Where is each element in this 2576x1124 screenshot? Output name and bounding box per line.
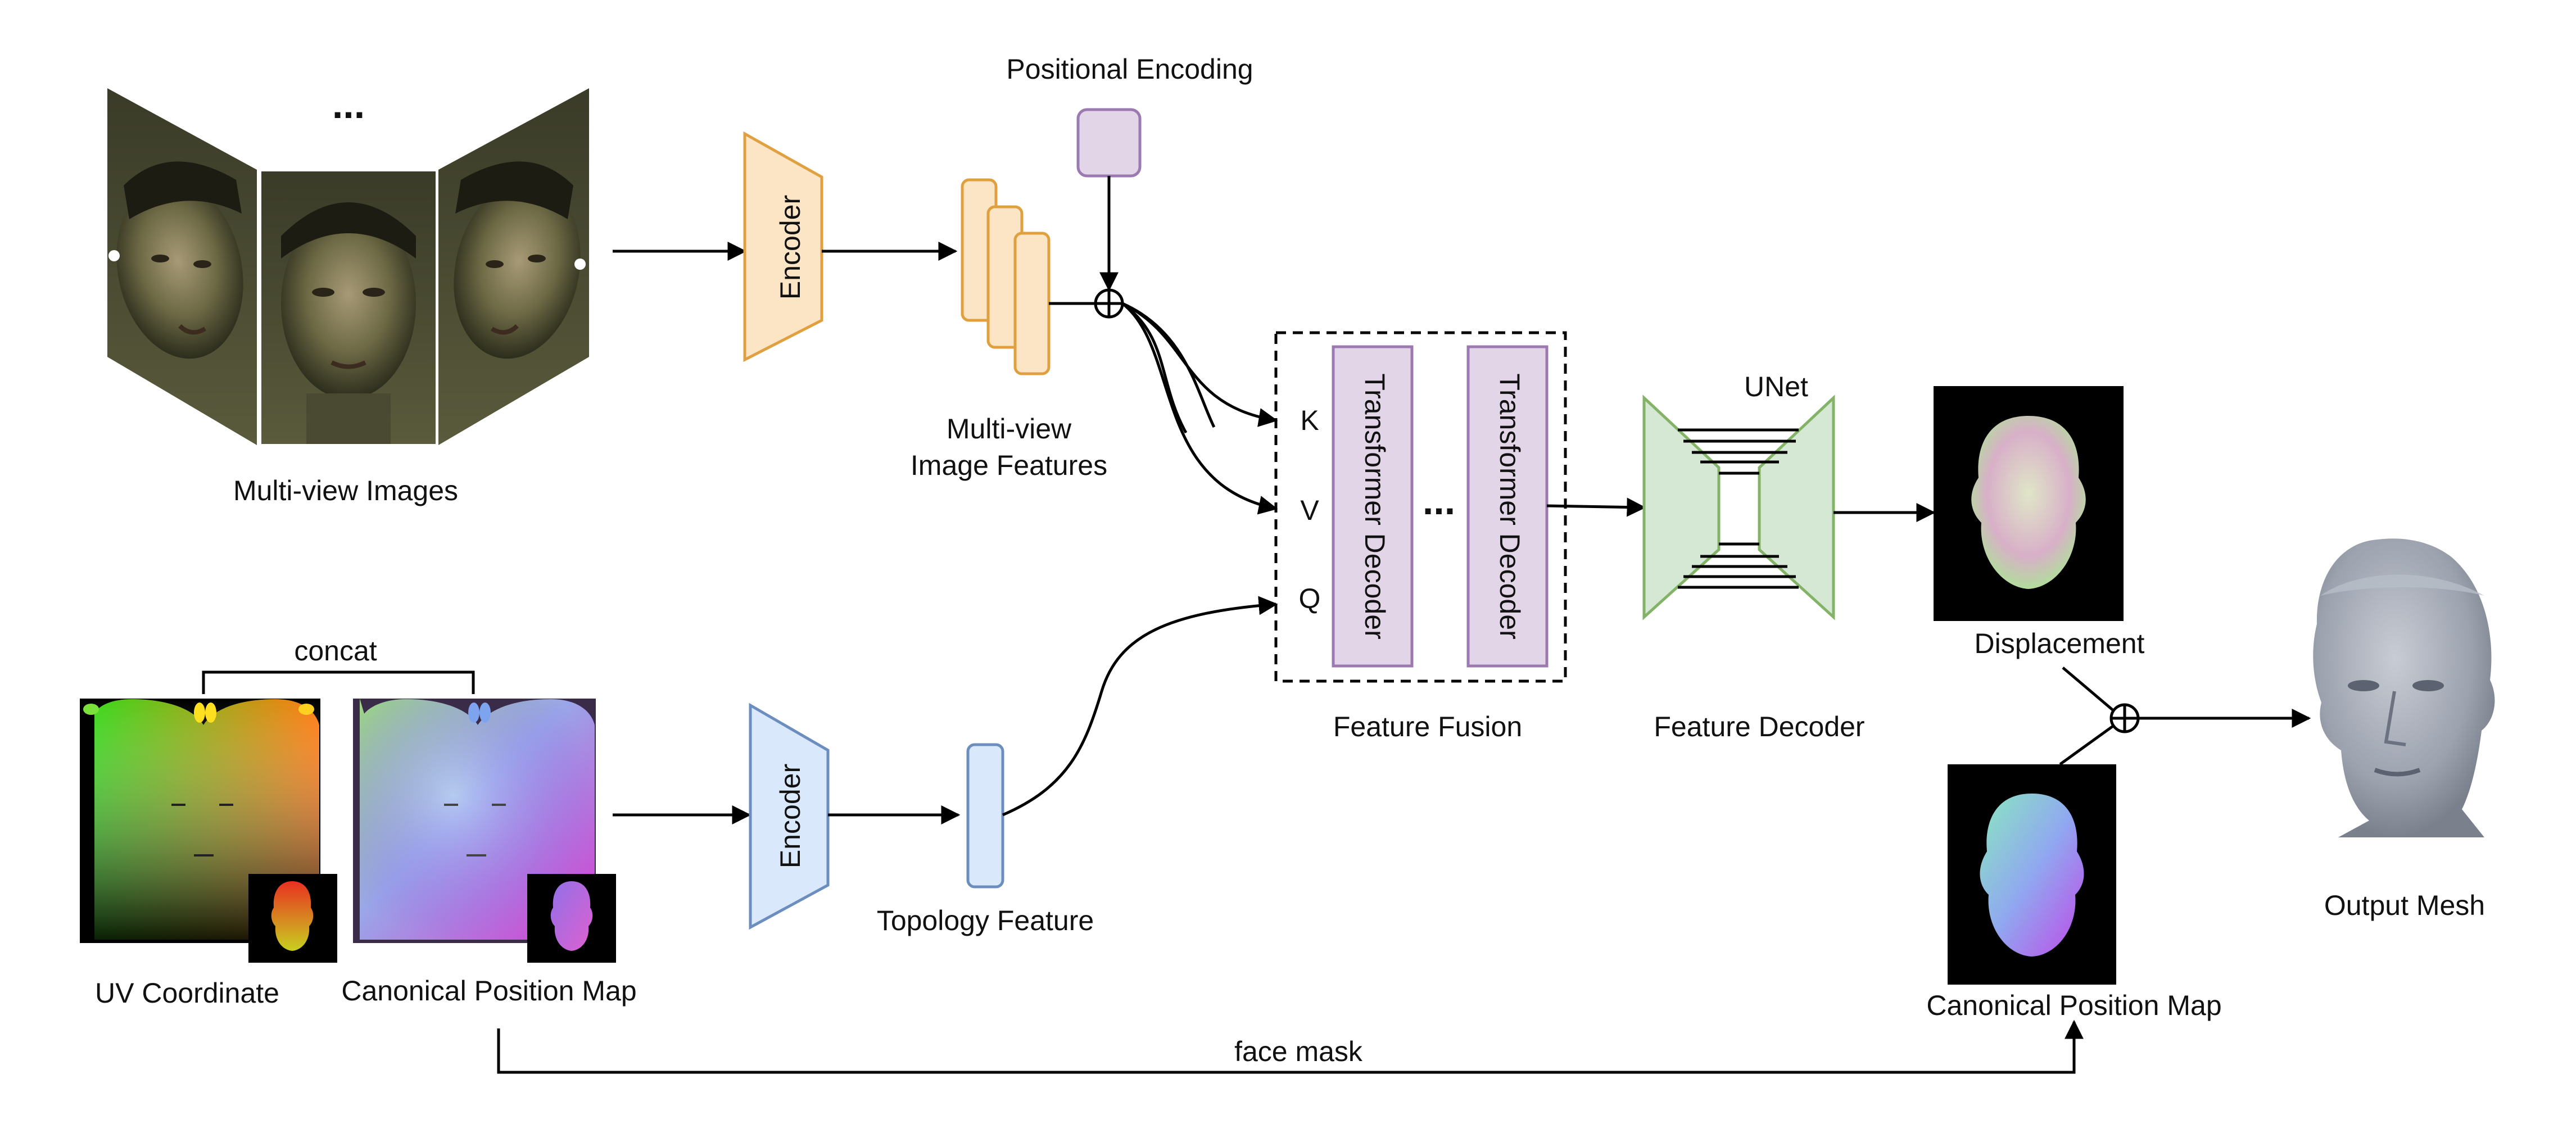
topology-feature-label: Topology Feature: [877, 905, 1094, 936]
concat-bracket: concat: [202, 635, 475, 694]
canonical-right-head: [1980, 794, 2084, 957]
view-left-image: [107, 88, 257, 445]
canonical-left-label: Canonical Position Map: [341, 975, 636, 1007]
encoder-top: Encoder: [743, 131, 823, 362]
curve-add-extra-1: [1121, 302, 1216, 428]
canonical-position-map-left: Canonical Position Map: [341, 699, 637, 1007]
transformer-decoder-2-label: Transformer Decoder: [1494, 373, 1525, 639]
positional-encoding: Positional Encoding: [1006, 53, 1253, 178]
feature-fusion: K V Q Transformer Decoder ... Transforme…: [1274, 331, 1567, 742]
multi-view-features-label-line2: Image Features: [911, 450, 1107, 481]
feature-fusion-label: Feature Fusion: [1333, 711, 1522, 742]
concat-label: concat: [294, 635, 377, 667]
unet-skip-lines: [1678, 428, 1799, 589]
positional-encoding-label: Positional Encoding: [1006, 53, 1253, 85]
transformer-decoder-2-box: [1466, 345, 1549, 668]
q-label: Q: [1299, 583, 1321, 614]
output-mesh-head: [2313, 538, 2495, 837]
feature-decoder-label: Feature Decoder: [1654, 711, 1864, 742]
arrow-topology-to-q: [1002, 596, 1278, 817]
topology-feature-box: [966, 743, 1004, 889]
canonical-position-map-right: Canonical Position Map: [1926, 764, 2222, 1021]
displacement-label: Displacement: [1975, 628, 2145, 659]
unet: UNet Feature Decoder: [1642, 371, 1865, 742]
arrow-to-k: [1121, 302, 1278, 427]
arrow-face-mask: [497, 1019, 2084, 1074]
output-mesh: Output Mesh: [2313, 538, 2495, 921]
displacement-head: [1971, 416, 2086, 589]
view-center-image: [261, 171, 436, 444]
multi-view-features-label-line1: Multi-view: [947, 413, 1072, 445]
canonical-right-label: Canonical Position Map: [1926, 990, 2221, 1021]
encoder-top-label: Encoder: [775, 195, 806, 300]
face-mask-label: face mask: [1234, 1036, 1363, 1067]
arrow-to-v: [1121, 302, 1278, 515]
arrow-fusion-to-unet: [1546, 497, 1646, 517]
add-op-top: [1094, 288, 1124, 319]
encoder-bottom: Encoder: [749, 703, 830, 930]
multi-view-feature-stack: Multi-view Image Features: [911, 178, 1107, 481]
unet-label: UNet: [1744, 371, 1808, 402]
multi-view-images: ... Multi-view Images: [107, 83, 589, 506]
view-right-image: [438, 88, 589, 445]
decoders-ellipsis: ...: [1423, 479, 1455, 523]
line-displacement-to-add: [2062, 667, 2116, 713]
uv-coordinate-label: UV Coordinate: [95, 977, 279, 1009]
add-op-right: [2109, 703, 2140, 733]
transformer-decoder-1-box: [1332, 345, 1414, 668]
encoder-bottom-label: Encoder: [775, 764, 806, 868]
views-ellipsis: ...: [332, 83, 365, 126]
positional-encoding-box: [1076, 108, 1142, 178]
v-label: V: [1300, 495, 1319, 526]
line-canonical-to-add: [2059, 723, 2116, 766]
transformer-decoder-1-label: Transformer Decoder: [1359, 373, 1391, 639]
multi-view-images-label: Multi-view Images: [233, 475, 458, 506]
displacement: Displacement: [1934, 386, 2145, 659]
k-label: K: [1300, 405, 1319, 436]
feature-map-3: [1013, 232, 1051, 375]
topology-feature: Topology Feature: [877, 743, 1094, 936]
output-mesh-label: Output Mesh: [2324, 890, 2485, 921]
uv-coordinate: UV Coordinate: [80, 699, 337, 1009]
curve-add-extra-2: [1121, 302, 1188, 434]
